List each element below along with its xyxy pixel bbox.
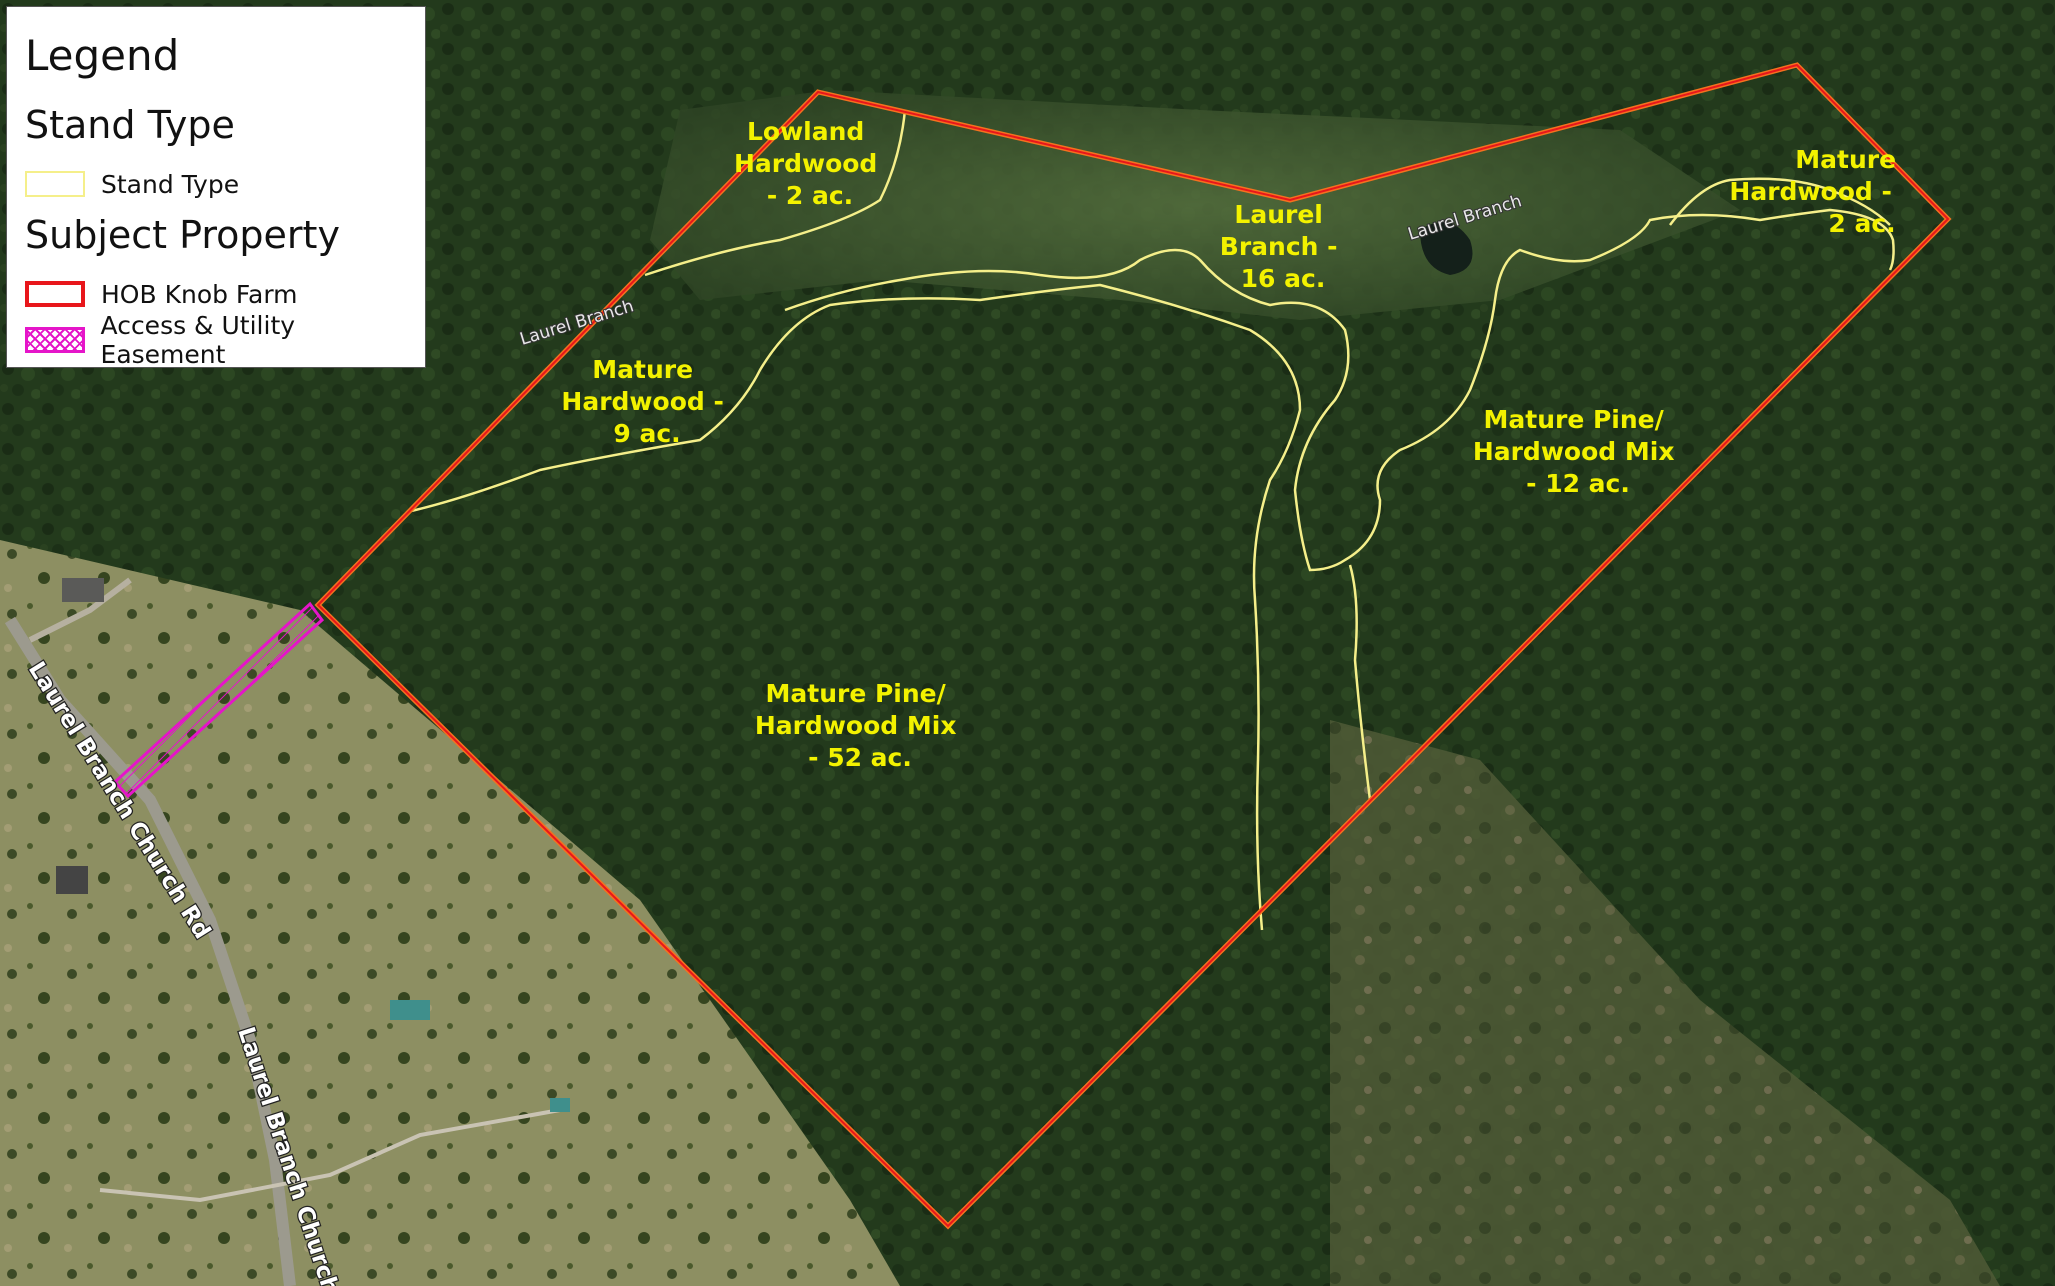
legend-heading-stand-type: Stand Type — [25, 103, 235, 147]
stand-label: Laurel Branch - 16 ac. — [1220, 200, 1346, 293]
property-swatch — [25, 281, 85, 307]
legend-item-label: Access & Utility Easement — [100, 311, 296, 369]
stand-boundary[interactable] — [406, 283, 1302, 931]
driveway — [28, 577, 132, 643]
legend-item-hob-knob-farm: HOB Knob Farm — [25, 279, 298, 309]
stand-label: Lowland Hardwood - 2 ac. — [734, 117, 886, 210]
stand-boundary[interactable] — [644, 109, 907, 277]
clearcut-area — [1330, 720, 2000, 1286]
access-utility-easement[interactable] — [112, 601, 325, 799]
building — [62, 578, 104, 602]
legend-item-stand-type: Stand Type — [25, 169, 239, 199]
property-boundary-hob-knob-farm — [316, 63, 1950, 1228]
map-legend: Legend Stand Type Stand Type Subject Pro… — [6, 6, 426, 369]
stand-boundaries — [406, 109, 1895, 931]
legend-item-label: Stand Type — [101, 169, 240, 199]
stand-label: Mature Pine/ Hardwood Mix - 52 ac. — [755, 679, 965, 772]
stand-label: Mature Hardwood - 9 ac. — [561, 355, 732, 448]
building — [56, 866, 88, 894]
stand-label: Mature Pine/ Hardwood Mix - 12 ac. — [1473, 405, 1683, 498]
driveway — [99, 1108, 561, 1203]
building — [550, 1098, 570, 1112]
dark-stream-pool — [1420, 222, 1473, 275]
open-field-area — [0, 540, 900, 1286]
easement-swatch — [25, 327, 85, 353]
stand-boundary[interactable] — [784, 208, 1895, 572]
legend-item-label: HOB Knob Farm — [101, 279, 298, 309]
stand-label: Mature Hardwood - 2 ac. — [1729, 145, 1904, 238]
legend-heading-subject-property: Subject Property — [25, 213, 340, 257]
stand-type-swatch — [25, 171, 85, 197]
legend-item-easement: Access & Utility Easement — [25, 311, 425, 369]
stand-boundary[interactable] — [1348, 564, 1372, 801]
building — [390, 1000, 430, 1020]
stand-boundary[interactable] — [1669, 177, 1891, 226]
stand-labels: Lowland Hardwood - 2 ac. Laurel Branch -… — [561, 117, 1904, 772]
road-laurel-branch-church-rd — [4, 616, 296, 1286]
legend-title: Legend — [25, 31, 180, 80]
